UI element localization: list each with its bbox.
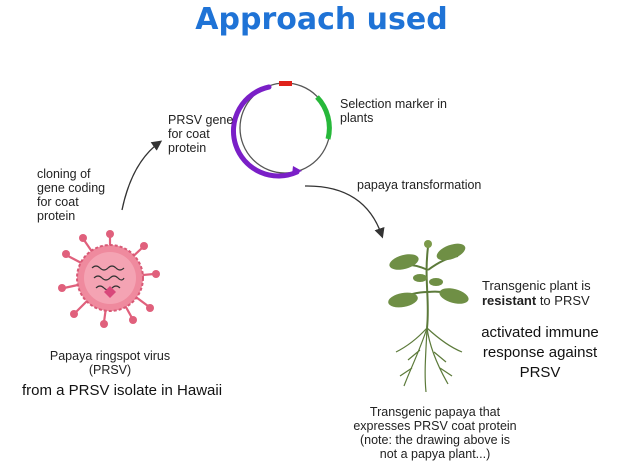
transgenic-plant-label: Transgenic plant is resistant to PRSV (482, 278, 591, 308)
plasmid (230, 81, 332, 179)
transformation-arrow (304, 185, 385, 239)
transgenic-papaya-label: Transgenic papaya that expresses PRSV co… (353, 405, 517, 461)
selection-marker-label: Selection marker in plants (340, 97, 447, 125)
plant-icon (388, 240, 469, 393)
cloning-label: cloning of gene coding for coat protein (37, 167, 106, 223)
virus-icon (58, 230, 160, 328)
immune-response-label: activated immune response against PRSV (481, 324, 599, 381)
virus-name-label: Papaya ringspot virus (PRSV) (49, 349, 171, 377)
cloning-arrow (121, 140, 163, 211)
prsv-gene-label: PRSV gene for coat protein (168, 113, 234, 155)
papaya-transformation-label: papaya transformation (357, 178, 482, 192)
isolate-label: from a PRSV isolate in Hawaii (21, 382, 223, 399)
resistant-word: resistant (482, 293, 537, 308)
page-title: Approach used (195, 2, 448, 37)
